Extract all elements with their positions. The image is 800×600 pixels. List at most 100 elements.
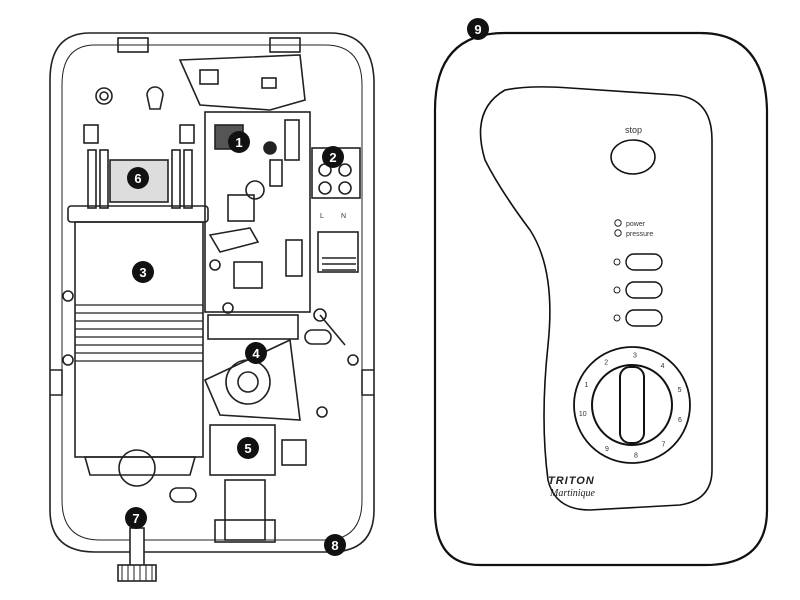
callout-1: 1 xyxy=(228,131,250,153)
relay xyxy=(269,159,283,187)
terminal-neutral-label: N xyxy=(341,213,346,220)
mount-hole xyxy=(99,91,109,101)
earth-post xyxy=(313,308,327,322)
pcb-component xyxy=(261,77,277,89)
outlet-pipe xyxy=(224,479,266,541)
callout-9: 9 xyxy=(467,18,489,40)
bracket xyxy=(208,227,260,253)
element-rod xyxy=(171,149,181,209)
dial-number: 2 xyxy=(604,360,608,367)
mode-indicator xyxy=(613,314,621,322)
pcb-board xyxy=(178,54,306,111)
svg-text:2: 2 xyxy=(329,150,336,165)
power-label: power xyxy=(626,221,646,228)
heater-tank xyxy=(74,221,204,458)
svg-text:7: 7 xyxy=(132,511,139,526)
pressure-indicator xyxy=(614,229,622,237)
pressure-label: pressure xyxy=(626,231,653,238)
stop-label: stop xyxy=(625,125,642,135)
stop-button[interactable] xyxy=(610,139,656,175)
outlet-base xyxy=(214,519,276,543)
callout-8: 8 xyxy=(324,534,346,556)
dial-number: 5 xyxy=(678,387,682,394)
terminal-screw xyxy=(318,181,332,195)
inlet-valve xyxy=(118,449,156,487)
coil xyxy=(233,261,263,289)
screw xyxy=(209,259,221,271)
mount-hole xyxy=(95,87,113,105)
side-screw xyxy=(316,406,328,418)
dial-number: 10 xyxy=(579,411,587,418)
inlet-pipe xyxy=(129,527,145,569)
mode-button-1[interactable] xyxy=(625,253,663,271)
mode-indicator xyxy=(613,286,621,294)
mode-indicator xyxy=(613,258,621,266)
dial-number: 3 xyxy=(633,353,637,360)
internal-view xyxy=(49,32,375,582)
mode-button-3[interactable] xyxy=(625,309,663,327)
terminal-live-label: L xyxy=(320,213,324,220)
power-indicator xyxy=(614,219,622,227)
flow-valve-wheel xyxy=(225,359,271,405)
flow-valve-plate xyxy=(207,314,299,340)
control-housing xyxy=(204,111,311,313)
relay xyxy=(284,119,300,161)
callout-3: 3 xyxy=(132,261,154,283)
flow-valve-hub xyxy=(237,371,259,393)
dial-number: 1 xyxy=(585,382,589,389)
mode-button-2[interactable] xyxy=(625,281,663,299)
svg-text:6: 6 xyxy=(134,171,141,186)
side-bracket xyxy=(361,369,374,396)
svg-text:1: 1 xyxy=(235,135,242,150)
svg-text:4: 4 xyxy=(252,346,260,361)
dial-number: 8 xyxy=(634,452,638,459)
callout-2: 2 xyxy=(322,146,344,168)
back-plate-inner xyxy=(61,44,363,541)
element-rod xyxy=(99,149,109,209)
svg-text:5: 5 xyxy=(244,441,251,456)
element-rod xyxy=(87,149,97,209)
callout-7: 7 xyxy=(125,507,147,529)
dial-number: 6 xyxy=(678,417,682,424)
callout-5: 5 xyxy=(237,437,259,459)
cable-clamp xyxy=(317,231,359,273)
heater-ribs xyxy=(75,304,203,362)
keyhole-slot xyxy=(146,86,164,110)
dial-number: 7 xyxy=(661,441,665,448)
svg-text:9: 9 xyxy=(474,22,481,37)
element-terminal xyxy=(179,124,195,144)
side-screw xyxy=(62,354,74,366)
brand-logo: TRITON xyxy=(548,475,595,487)
coil xyxy=(227,194,255,222)
mount-tab xyxy=(269,37,301,53)
solenoid-valve xyxy=(209,424,276,476)
earth-lead xyxy=(319,314,346,346)
element-terminal xyxy=(83,124,99,144)
screw xyxy=(222,302,234,314)
side-screw xyxy=(62,290,74,302)
callouts: 1 2 3 4 5 6 7 8 xyxy=(125,18,489,556)
dial-number: 9 xyxy=(605,446,609,453)
terminal-screw xyxy=(338,181,352,195)
terminal-screw xyxy=(338,163,352,177)
callout-6: 6 xyxy=(127,167,149,189)
dial-grip xyxy=(619,366,645,444)
back-plate-outline xyxy=(49,32,375,553)
dial-number: 4 xyxy=(661,363,665,370)
mount-tab xyxy=(117,37,149,53)
dial-scale: 10 1 2 3 4 5 6 7 8 9 xyxy=(579,353,682,460)
pcb-component xyxy=(199,69,219,85)
drain-slot xyxy=(304,329,332,345)
callout-4: 4 xyxy=(245,342,267,364)
svg-text:3: 3 xyxy=(139,265,146,280)
tank-base xyxy=(83,456,197,476)
side-bracket xyxy=(50,369,63,396)
side-screw xyxy=(347,354,359,366)
inlet-fitting xyxy=(117,564,157,582)
drain-slot xyxy=(169,487,197,503)
pressure-switch xyxy=(263,141,277,155)
connector-strip xyxy=(285,239,303,277)
element-rod xyxy=(183,149,193,209)
